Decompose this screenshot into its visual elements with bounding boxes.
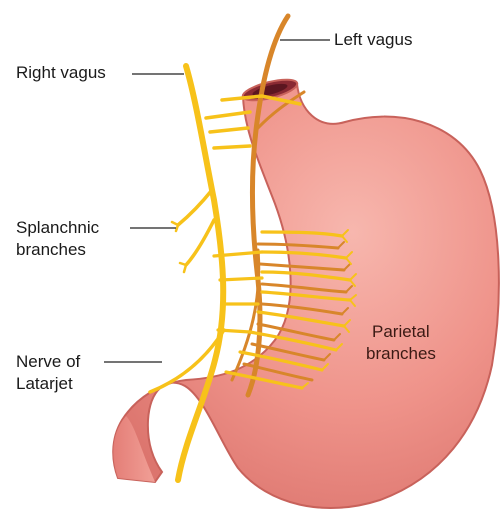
label-nerve-line1: Nerve of xyxy=(16,352,80,372)
label-splanchnic-line2: branches xyxy=(16,240,86,260)
label-left-vagus: Left vagus xyxy=(334,30,412,50)
label-right-vagus: Right vagus xyxy=(16,63,106,83)
label-splanchnic-line1: Splanchnic xyxy=(16,218,99,238)
label-parietal-line1: Parietal xyxy=(372,322,430,342)
label-parietal-line2: branches xyxy=(366,344,436,364)
label-nerve-line2: Latarjet xyxy=(16,374,73,394)
